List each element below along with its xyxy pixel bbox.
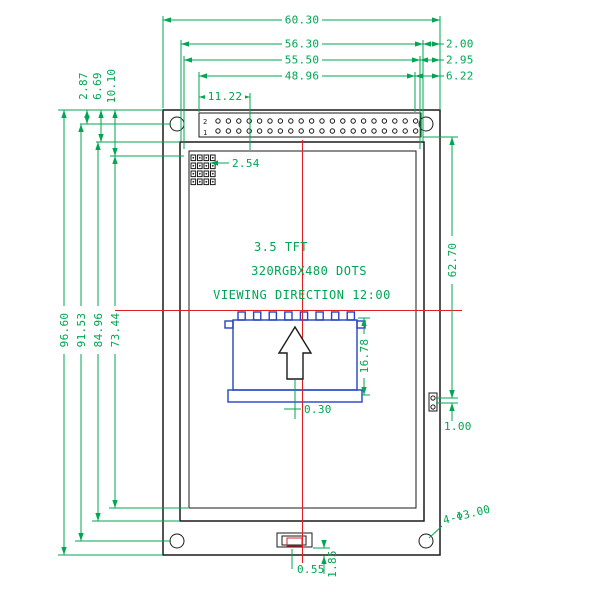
dim-overall-height: 96.60 (58, 313, 71, 348)
dim-width-5: 11.22 (208, 90, 243, 103)
dim-center-offset: 0.30 (304, 403, 332, 416)
dim-pitch: 2.54 (232, 157, 260, 170)
dim-left-top-2: 6.69 (91, 72, 104, 100)
pin-header (198, 112, 422, 138)
screen-text-resolution: 320RGBX480 DOTS (251, 264, 367, 278)
dim-right-margin-2: 2.95 (446, 54, 474, 67)
dim-mount-holes: 4-Φ3.00 (442, 503, 492, 527)
dimension-lines (61, 17, 455, 574)
pad-grid (190, 154, 216, 186)
screen-text-viewing-direction: VIEWING DIRECTION 12:00 (213, 288, 391, 302)
mounting-hole-top-left (169, 116, 185, 132)
dim-right-margin-1: 2.00 (446, 38, 474, 51)
bottom-connector (276, 532, 313, 548)
mounting-hole-top-right (418, 116, 434, 132)
mounting-hole-bottom-right (418, 533, 434, 549)
dim-left-top-3: 10.10 (105, 69, 118, 104)
dim-width-2: 56.30 (285, 38, 320, 51)
dim-component-height: 16.78 (358, 339, 371, 374)
pin-row-1-label: 1 (203, 129, 207, 137)
component-tabs (237, 311, 356, 321)
dim-width-3: 55.50 (285, 54, 320, 67)
dim-height-3: 84.96 (92, 313, 105, 348)
screen-text-size: 3.5 TFT (254, 240, 308, 254)
dim-height-2: 91.53 (75, 313, 88, 348)
dim-bottom-offset-1: 0.55 (297, 563, 325, 576)
viewing-direction-arrow-icon (277, 325, 313, 380)
dim-bottom-offset-2: 1.85 (326, 550, 339, 578)
dim-width-4: 48.96 (285, 70, 320, 83)
dim-left-top-1: 2.87 (77, 72, 90, 100)
pin-row-2-label: 2 (203, 118, 207, 126)
dim-height-4: 73.44 (109, 313, 122, 348)
right-edge-tab (428, 392, 438, 412)
dim-right-height: 62.70 (446, 243, 459, 278)
dim-right-offset: 1.00 (444, 420, 472, 433)
extension-lines (58, 16, 458, 556)
mounting-hole-bottom-left (169, 533, 185, 549)
label-backgrounds (205, 14, 322, 103)
module-outline (162, 109, 441, 556)
dim-right-margin-3: 6.22 (446, 70, 474, 83)
dim-overall-width: 60.30 (285, 14, 320, 27)
pin-row-pins (215, 118, 419, 134)
